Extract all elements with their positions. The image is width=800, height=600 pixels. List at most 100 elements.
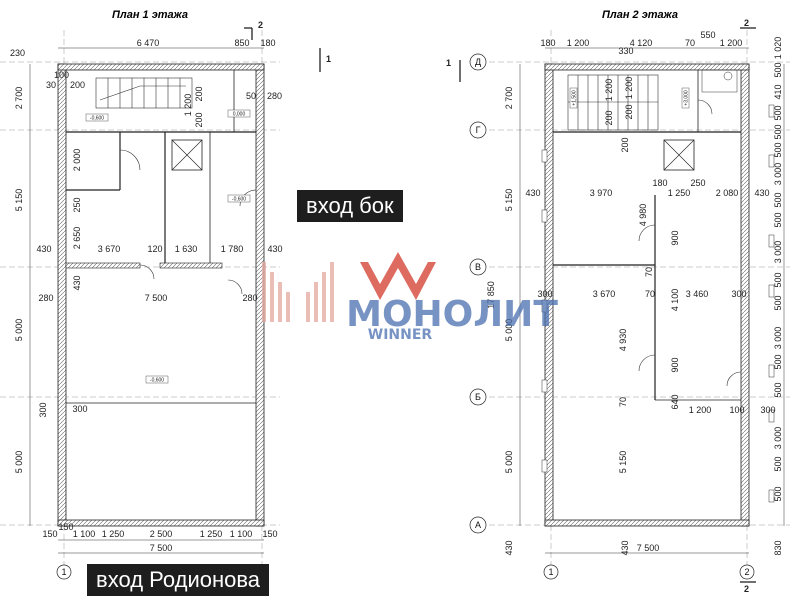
floor1-plan: -0,600 0,000 -0,600 -0,600 6 470 850 180… [10,20,331,580]
f2-dim-top-6: 1 020 [773,37,783,60]
f1-dim-s5: 50 [246,91,256,101]
floor1-level-3: -0,600 [232,197,246,203]
axis-row-g: Г [476,125,481,135]
f1-dim-b-2: 1 100 [73,529,96,539]
f1-axis-1: 1 [61,567,66,577]
f1-dim-mid-1: 430 [36,244,51,254]
f2-dim-left-1: 2 700 [504,87,514,110]
axis-row-a: А [475,520,481,530]
f2-dim-r-9: 3 000 [773,241,783,264]
f2-dim-vi-7: 70 [618,397,628,407]
f1-dim-s2: 100 [54,70,69,80]
f1-dim-s1: 230 [10,48,25,58]
floor1-level-4: -0,600 [150,378,164,384]
f2-dim-mid-1: 430 [525,188,540,198]
f2-dim-low-2: 3 670 [593,289,616,299]
f2-dim-mid-4: 1 250 [668,188,691,198]
f2-dim-r-7: 500 [773,192,783,207]
f1-dim-in-3: 2 650 [72,227,82,250]
f2-dim-mid-5: 250 [690,178,705,188]
f1-dim-in-1: 2 000 [72,149,82,172]
f1-dim-s6: 280 [267,91,282,101]
f1-dim-top-1: 6 470 [137,38,160,48]
f2-dim-bl2: 430 [620,540,630,555]
f2-dim-vi-5: 4 930 [618,329,628,352]
f1-dim-300-1: 300 [38,402,48,417]
f1-dim-b-1: 150 [42,529,57,539]
f1-dim-in-2: 250 [72,197,82,212]
f2-dim-b-total: 7 500 [637,543,660,553]
f1-dim-b-7: 150 [262,529,277,539]
f1-dim-b-0: 150 [58,522,73,532]
f2-dim-r-12: 3 000 [773,327,783,350]
f2-dim-r-1: 500 [773,62,783,77]
f1-dim-v-2: 200 [194,112,204,127]
f1-dim-mid-6: 430 [267,244,282,254]
f2-dim-mid-3: 180 [652,178,667,188]
f2-dim-bl: 430 [504,540,514,555]
axis-row-d: Д [475,57,481,67]
main-entrance-label: вход Родионова [87,564,270,596]
f2-dim-r-11: 500 [773,295,783,310]
floor2-plan: +1,500 +3,000 180 1 200 4 120 70 1 200 1… [446,18,785,594]
f2-dim-top-5: 1 200 [720,38,743,48]
f1-section-1: 1 [326,54,331,64]
f2-dim-vs-4: 1 200 [624,77,634,100]
f2-dim-r-17: 500 [773,486,783,501]
f1-dim-top-2: 850 [234,38,249,48]
f2-dim-vi-2: 900 [670,230,680,245]
f1-dim-top-3: 180 [260,38,275,48]
watermark-bars-icon [262,262,334,322]
f2-dim-r-10: 500 [773,272,783,287]
f2-dim-left-2: 5 150 [504,189,514,212]
f1-dim-mid-4: 1 630 [175,244,198,254]
floor2-level-2: +3,000 [684,90,690,106]
f1-dim-v-4: 430 [72,275,82,290]
f2-dim-overall: 17 850 [486,281,496,309]
floor1-level-1: -0,600 [90,116,104,122]
f2-axis-1: 1 [548,567,553,577]
side-entrance-label: вход бок [297,190,403,222]
f2-dim-ts-2: 550 [700,30,715,40]
f2-dim-vs-3: 200 [604,110,614,125]
f1-dim-300-2: 300 [72,404,87,414]
f2-dim-rb-1: 1 200 [689,405,712,415]
f2-dim-r-16: 500 [773,456,783,471]
f2-section-1: 1 [446,58,451,68]
watermark-logo: МОНОЛИТ WINNER [262,252,558,343]
f2-dim-low-1: 300 [537,289,552,299]
f2-dim-vi-8: 640 [670,394,680,409]
floor2-title: План 2 этажа [602,9,678,21]
f2-dim-left-3: 5 000 [504,319,514,342]
f2-dim-vs-1: 200 [624,104,634,119]
watermark-w-icon [360,252,436,300]
f1-dim-low-1: 280 [38,293,53,303]
f1-dim-b-total: 7 500 [150,543,173,553]
f2-dim-vi-1: 4 980 [638,204,648,227]
f1-dim-mid-5: 1 780 [221,244,244,254]
floor1-level-2: 0,000 [233,112,246,118]
f1-section-2: 2 [258,20,263,30]
f2-dim-r-15: 3 000 [773,427,783,450]
f2-dim-top-2: 1 200 [567,38,590,48]
f1-dim-s4: 200 [70,80,85,90]
f2-dim-rb-3: 300 [760,405,775,415]
floor2-level-1: +1,500 [572,90,578,106]
f1-dim-left-1: 2 700 [14,87,24,110]
f2-dim-vs-5: 200 [620,137,630,152]
f1-dim-low-3: 280 [242,293,257,303]
f2-dim-r-14: 500 [773,382,783,397]
f2-dim-vi-9: 5 150 [618,451,628,474]
f2-dim-ts-1: 330 [618,46,633,56]
f2-dim-top-3: 4 120 [630,38,653,48]
f2-dim-r-4: 500 [773,124,783,139]
f2-dim-vs-2: 1 200 [604,79,614,102]
f2-dim-r-13: 500 [773,354,783,369]
f1-dim-b-3: 1 250 [102,529,125,539]
f2-section-2-top: 2 [744,18,749,28]
f1-dim-b-5: 1 250 [200,529,223,539]
f2-dim-rb-2: 100 [729,405,744,415]
f2-dim-low-3: 70 [645,289,655,299]
f2-section-2-bottom: 2 [744,584,749,594]
f1-dim-s3: 30 [46,80,56,90]
